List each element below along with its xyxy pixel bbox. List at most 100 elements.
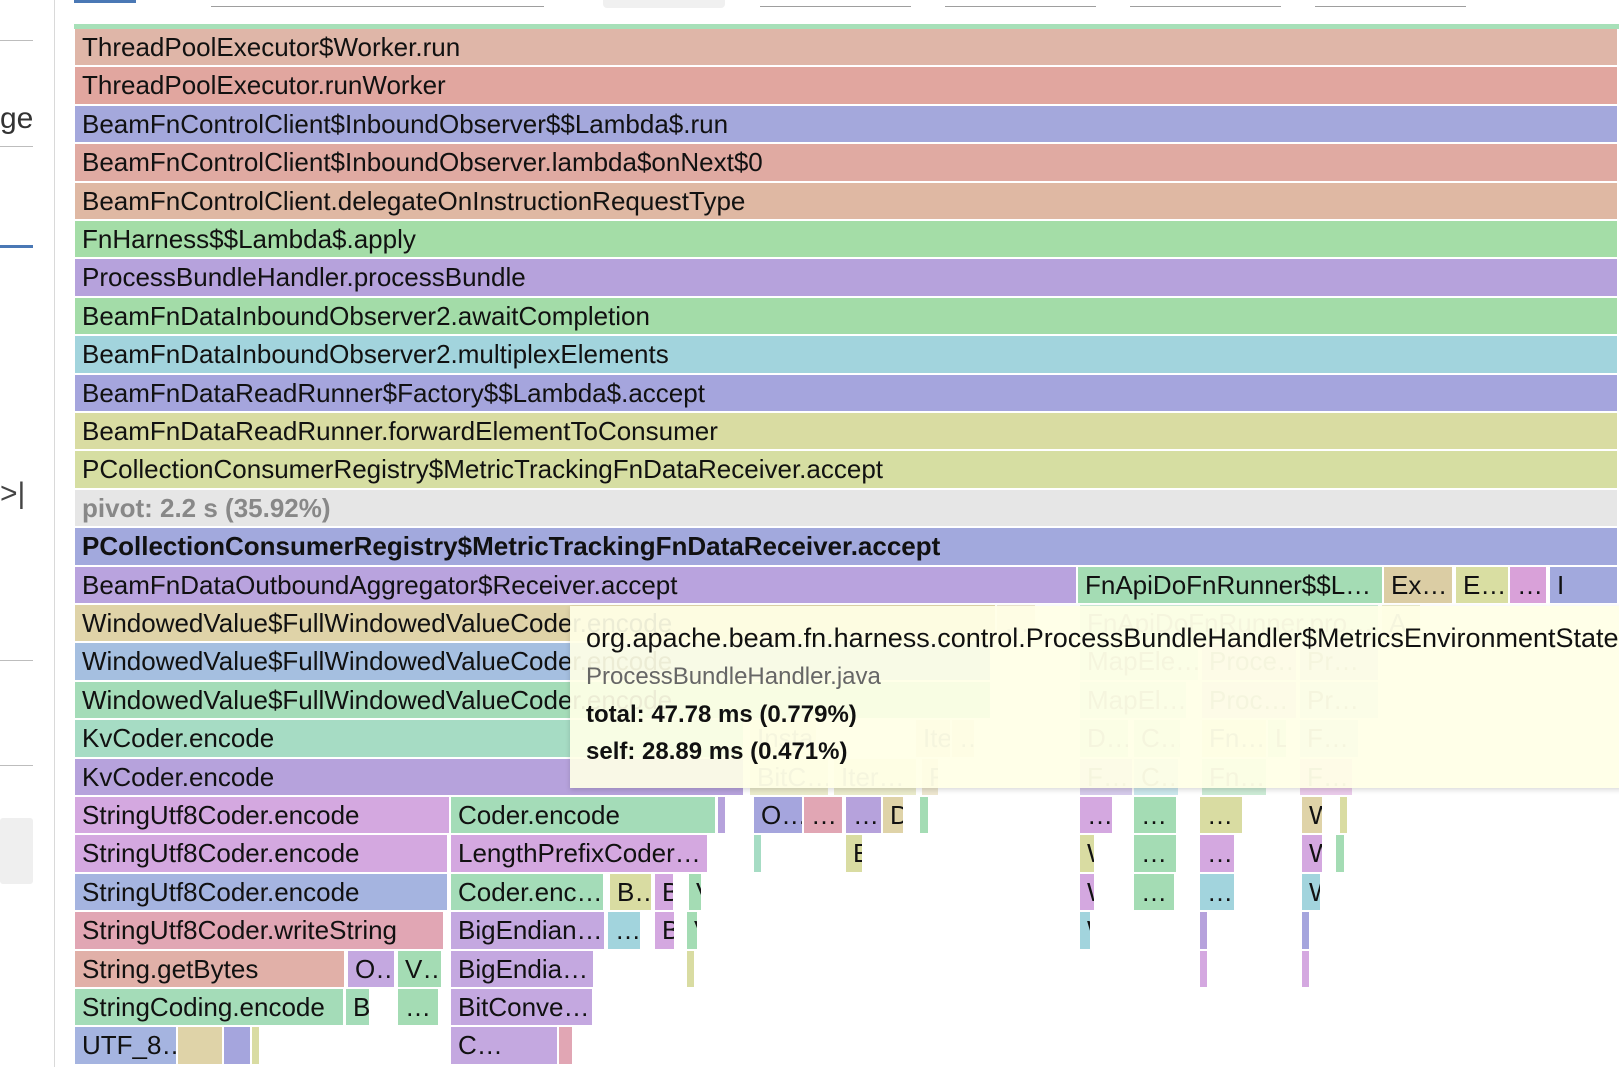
sidebar-divider xyxy=(0,146,33,147)
flame-frame[interactable]: … xyxy=(1134,873,1176,913)
flame-frame[interactable] xyxy=(1302,912,1311,951)
active-tab-indicator[interactable] xyxy=(74,0,136,3)
flame-frame[interactable] xyxy=(754,835,763,874)
flame-frame[interactable]: Coder.enc… xyxy=(451,873,605,913)
flame-frame[interactable]: … xyxy=(1134,835,1178,874)
flame-frame[interactable]: … xyxy=(1200,835,1236,874)
sidebar-divider xyxy=(0,765,33,766)
flame-frame[interactable]: FnApiDoFnRunner$$L… xyxy=(1078,566,1384,605)
flame-frame[interactable]: V xyxy=(687,912,699,951)
flame-frame[interactable] xyxy=(920,797,930,836)
tooltip-function-name: org.apache.beam.fn.harness.control.Proce… xyxy=(586,623,1619,653)
flame-frame[interactable]: ProcessBundleHandler.processBundle xyxy=(75,259,1619,298)
flame-frame[interactable]: W xyxy=(1302,873,1322,913)
flame-frame[interactable]: ThreadPoolExecutor$Worker.run xyxy=(75,29,1619,68)
flame-frame[interactable]: B… xyxy=(610,873,653,913)
flame-frame[interactable]: StringUtf8Coder.encode xyxy=(75,873,449,913)
flame-frame[interactable]: … xyxy=(1080,797,1114,836)
search-input[interactable] xyxy=(211,6,544,7)
flame-frame[interactable]: BigEndian… xyxy=(451,912,606,951)
filter-input[interactable] xyxy=(760,6,911,7)
flame-frame[interactable]: ThreadPoolExecutor.runWorker xyxy=(75,67,1619,106)
flame-frame[interactable]: UTF_8… xyxy=(75,1027,178,1066)
sidebar: ge >| xyxy=(0,0,55,1067)
flame-frame[interactable]: … xyxy=(1510,566,1548,605)
sidebar-label[interactable]: ge xyxy=(0,102,34,135)
filter-input[interactable] xyxy=(1130,6,1281,7)
flame-frame[interactable]: W xyxy=(1302,797,1324,836)
flame-frame[interactable]: … xyxy=(398,989,440,1028)
flame-frame[interactable]: KvCoder.encode xyxy=(75,758,745,797)
flame-frame[interactable]: PCollectionConsumerRegistry$MetricTracki… xyxy=(75,528,1619,567)
flame-frame[interactable] xyxy=(224,1027,252,1066)
flame-frame[interactable]: PCollectionConsumerRegistry$MetricTracki… xyxy=(75,451,1619,490)
filter-input[interactable] xyxy=(945,6,1096,7)
frame-tooltip: org.apache.beam.fn.harness.control.Proce… xyxy=(570,606,1619,788)
flame-frame[interactable]: W xyxy=(1080,873,1096,913)
flame-frame[interactable]: StringUtf8Coder.encode xyxy=(75,835,449,874)
flame-frame[interactable]: D xyxy=(883,797,905,836)
toolbar xyxy=(54,0,1619,29)
flame-frame[interactable]: … xyxy=(1200,797,1244,836)
flame-frame[interactable]: … xyxy=(804,797,844,836)
sidebar-button[interactable] xyxy=(0,818,33,884)
flame-frame[interactable]: B xyxy=(655,873,675,913)
flame-frame[interactable]: E… xyxy=(1456,566,1510,605)
flame-frame[interactable] xyxy=(559,1027,574,1066)
flame-frame[interactable]: W xyxy=(1080,835,1096,874)
flame-frame[interactable]: W xyxy=(1302,835,1324,874)
flame-frame[interactable]: V… xyxy=(398,950,443,989)
flame-frame[interactable]: BeamFnDataReadRunner$Factory$$Lambda$.ac… xyxy=(75,374,1619,413)
flame-frame[interactable] xyxy=(1302,950,1311,989)
flame-frame[interactable] xyxy=(1336,835,1346,874)
flame-frame[interactable]: B xyxy=(655,912,676,951)
flame-frame[interactable]: StringUtf8Coder.encode xyxy=(75,797,451,836)
flame-frame[interactable]: StringUtf8Coder.writeString xyxy=(75,912,445,951)
flame-frame[interactable]: StringCoding.encode xyxy=(75,989,345,1028)
flame-frame[interactable]: O… xyxy=(348,950,396,989)
flame-frame[interactable]: BeamFnDataReadRunner.forwardElementToCon… xyxy=(75,413,1619,452)
sidebar-active-indicator xyxy=(0,245,33,248)
flame-frame[interactable]: B xyxy=(346,989,371,1028)
flame-frame[interactable] xyxy=(252,1027,261,1066)
flame-frame[interactable]: BitConve… xyxy=(451,989,594,1028)
flame-frame[interactable]: FnHarness$$Lambda$.apply xyxy=(75,221,1619,260)
flame-frame[interactable] xyxy=(1200,912,1209,951)
flame-frame[interactable]: BeamFnDataOutboundAggregator$Receiver.ac… xyxy=(75,566,1078,605)
flame-frame[interactable]: BeamFnControlClient$InboundObserver$$Lam… xyxy=(75,105,1619,145)
flame-frame[interactable]: BigEndia… xyxy=(451,950,595,989)
flame-frame[interactable]: E xyxy=(846,835,864,874)
flame-frame[interactable]: BeamFnDataInboundObserver2.awaitCompleti… xyxy=(75,297,1619,337)
filter-input[interactable] xyxy=(1315,6,1466,7)
flame-frame[interactable]: … xyxy=(1200,873,1236,913)
flame-frame[interactable]: V xyxy=(689,873,703,913)
flame-frame[interactable]: O… xyxy=(754,797,804,836)
sidebar-divider xyxy=(0,660,33,661)
flame-frame[interactable] xyxy=(1200,950,1209,989)
flame-frame[interactable]: … xyxy=(608,912,642,951)
flame-frame[interactable]: LengthPrefixCoder… xyxy=(451,835,709,874)
flame-frame[interactable]: W xyxy=(1080,912,1092,951)
tooltip-file-name: ProcessBundleHandler.java xyxy=(586,663,881,690)
flame-frame[interactable] xyxy=(178,1027,224,1066)
flame-frame[interactable] xyxy=(687,950,696,989)
flame-frame[interactable]: Ex… xyxy=(1384,566,1454,605)
flame-frame[interactable]: BeamFnDataInboundObserver2.multiplexElem… xyxy=(75,336,1619,375)
flame-frame[interactable]: I xyxy=(1550,566,1619,605)
flame-frame[interactable]: BeamFnControlClient$InboundObserver.lamb… xyxy=(75,144,1619,183)
flamegraph-root-bar[interactable] xyxy=(74,24,1619,29)
pivot-row: pivot: 2.2 s (35.92%) xyxy=(75,489,1619,529)
collapse-panel-icon[interactable]: >| xyxy=(0,477,26,510)
flame-frame[interactable] xyxy=(718,797,727,836)
sidebar-divider xyxy=(0,40,33,41)
toolbar-button[interactable] xyxy=(603,0,725,8)
flame-frame[interactable]: String.getBytes xyxy=(75,950,346,989)
flame-frame[interactable] xyxy=(1340,797,1349,836)
flame-frame[interactable]: BeamFnControlClient.delegateOnInstructio… xyxy=(75,182,1619,221)
flame-frame[interactable]: … xyxy=(1134,797,1178,836)
tooltip-total-time: total: 47.78 ms (0.779%) xyxy=(586,701,857,728)
flame-frame[interactable]: C… xyxy=(451,1027,559,1066)
flame-frame[interactable]: … xyxy=(846,797,883,836)
flame-frame[interactable]: Coder.encode xyxy=(451,797,717,836)
